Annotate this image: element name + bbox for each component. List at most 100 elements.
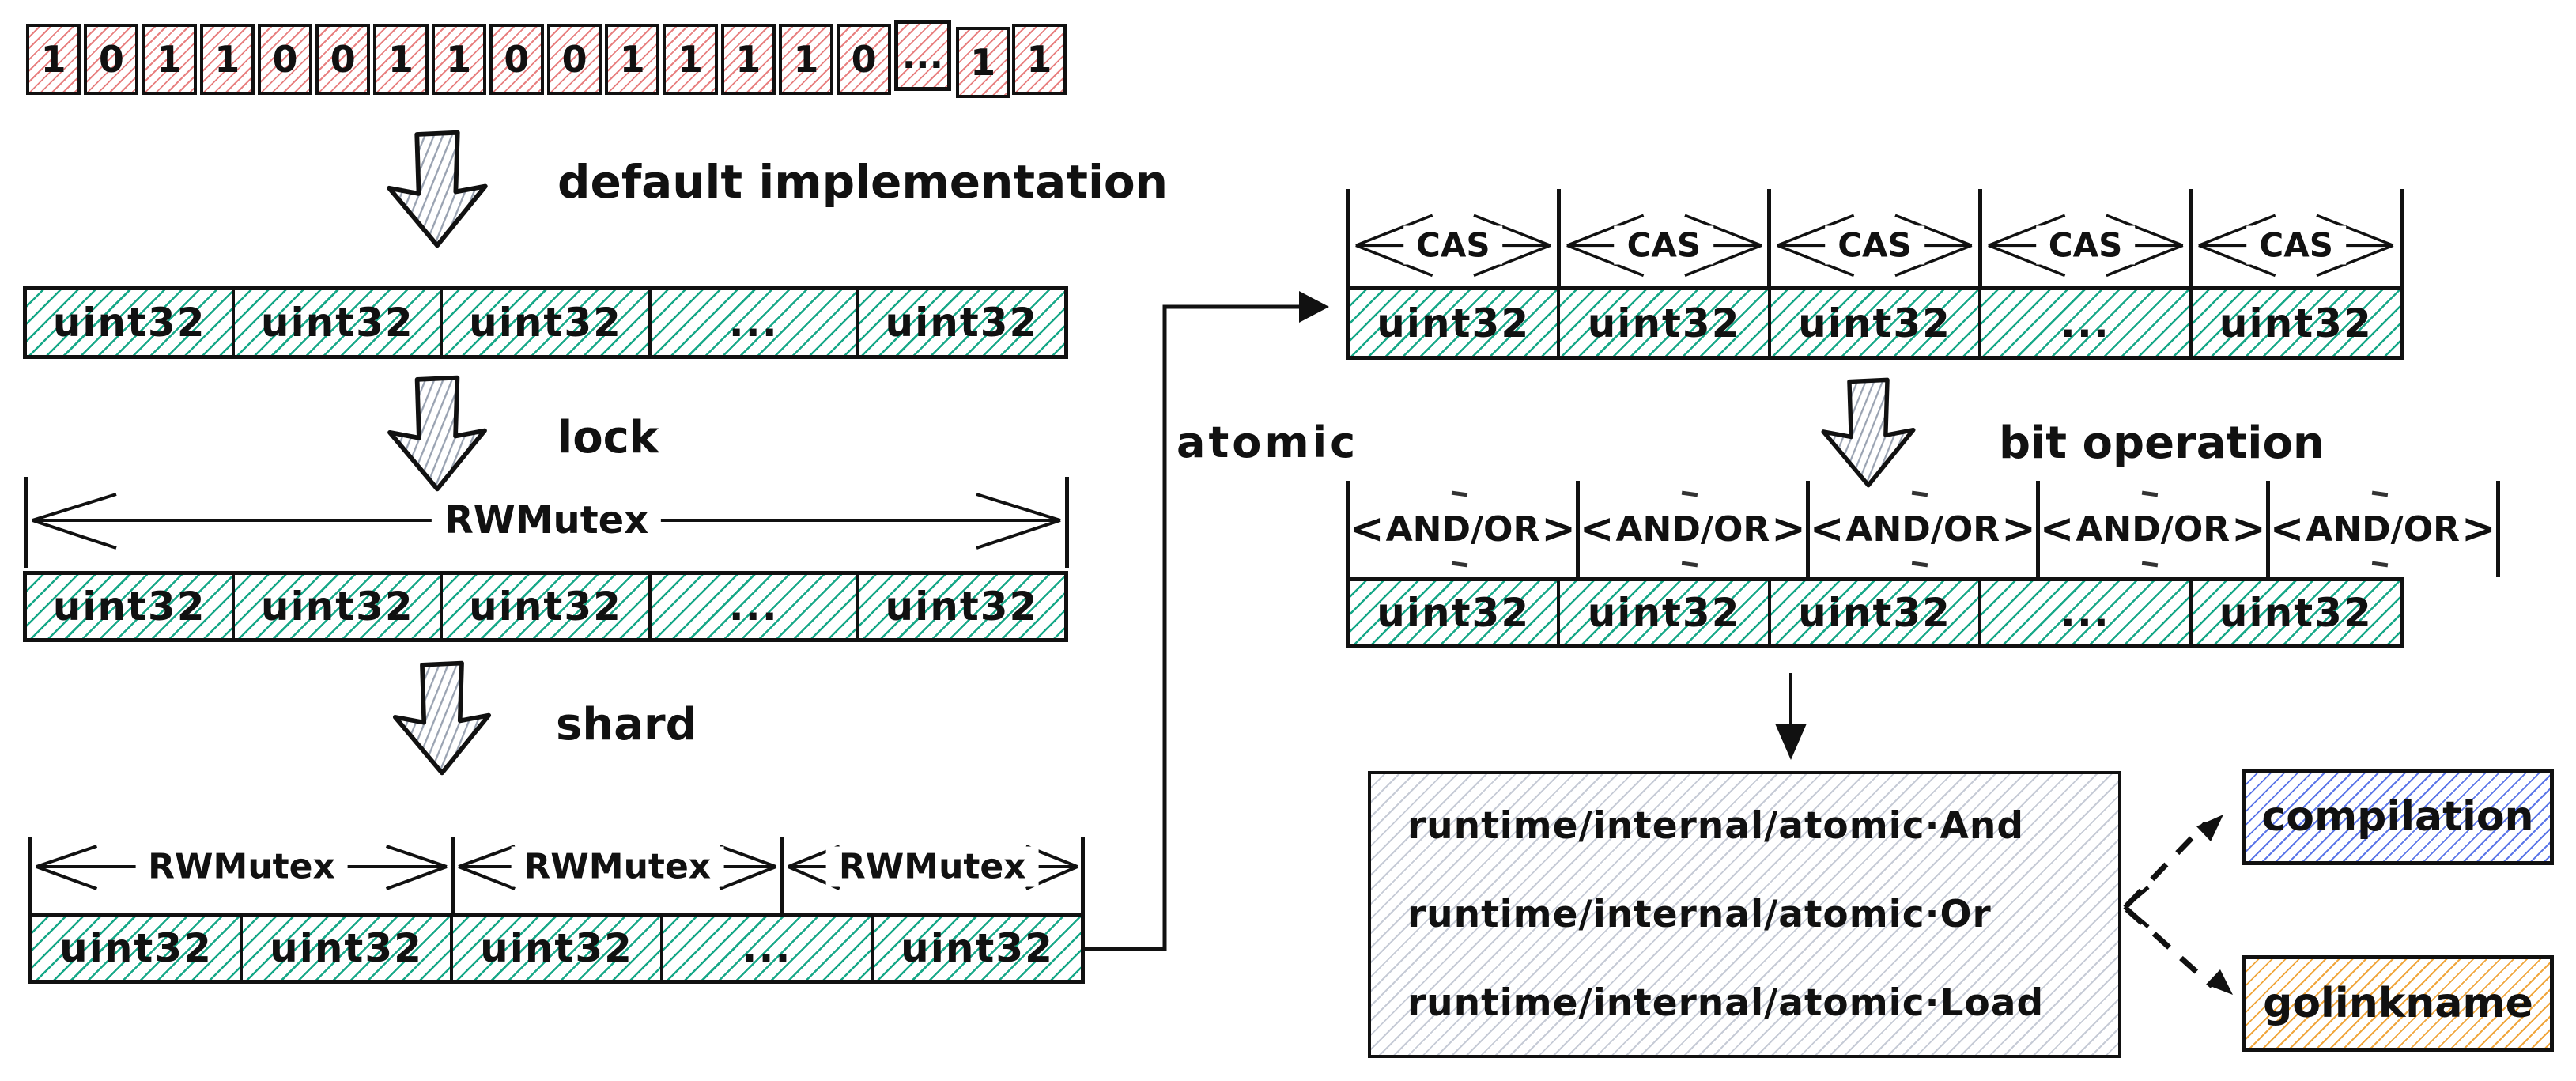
cas-section: CAS <box>1977 189 2189 286</box>
bit-cell: ... <box>894 20 951 91</box>
bit-cell: 1 <box>720 24 776 95</box>
and-or-label: AND/OR <box>2076 508 2230 550</box>
down-arrow-icon <box>1821 377 1916 488</box>
right-chevron-icon: > <box>2001 505 2036 553</box>
uint32-cell: uint32 <box>243 917 453 980</box>
left-chevron-icon: < <box>2039 505 2075 553</box>
rwmutex-span-section: RWMutex <box>24 477 1069 568</box>
uint32-cell: uint32 <box>2192 290 2400 356</box>
right-chevron-icon: > <box>1541 505 1576 553</box>
rwmutex-full-span: RWMutex <box>24 477 1069 568</box>
bit-cell: 1 <box>955 27 1010 98</box>
down-arrow-icon <box>387 375 487 492</box>
and-or-section: < AND/OR > <box>1805 481 2036 577</box>
down-arrow-icon <box>387 130 488 248</box>
and-or-label: AND/OR <box>1615 508 1770 550</box>
uint32-cell: uint32 <box>1350 290 1561 356</box>
atomic-connector-arrow <box>1085 291 1329 951</box>
uint32-cell: uint32 <box>27 575 236 638</box>
runtime-function-line: runtime/internal/atomic·Load <box>1407 981 2045 1025</box>
cas-label: CAS <box>1825 225 1924 265</box>
down-arrow-icon <box>1775 673 1807 760</box>
left-chevron-icon: < <box>1579 505 1615 553</box>
cas-section: CAS <box>2189 189 2404 286</box>
runtime-function-line: runtime/internal/atomic·Or <box>1407 892 1992 936</box>
and-or-label: AND/OR <box>1385 508 1540 550</box>
uint32-cell: ... <box>651 575 859 638</box>
uint32-cell: uint32 <box>1560 290 1771 356</box>
uint32-cell: uint32 <box>859 290 1065 355</box>
cas-section: CAS <box>1767 189 1978 286</box>
right-chevron-icon: > <box>2461 505 2496 553</box>
shard-label: shard <box>556 699 697 750</box>
left-chevron-icon: < <box>1350 505 1384 553</box>
bit-cell: 0 <box>546 24 602 95</box>
cas-label: CAS <box>2246 225 2346 265</box>
bit-cell: 1 <box>663 24 718 95</box>
cas-section: CAS <box>1556 189 1768 286</box>
uint32-cell: uint32 <box>443 575 652 638</box>
uint32-cell: uint32 <box>235 290 444 355</box>
rwmutex-shard-section: RWMutex <box>780 837 1085 913</box>
double-arrow-icon <box>1350 189 1557 286</box>
bit-cell: 1 <box>431 24 486 95</box>
uint32-cell: uint32 <box>27 290 236 355</box>
and-or-label: AND/OR <box>2306 508 2461 550</box>
uint32-cell: ... <box>651 290 859 355</box>
uint32-cell: uint32 <box>1770 290 1982 356</box>
uint32-cell: uint32 <box>874 917 1081 980</box>
and-or-arrow: < AND/OR > <box>1810 505 2036 553</box>
and-or-section: < AND/OR > <box>1346 481 1576 577</box>
rwmutex-label: RWMutex <box>135 846 348 887</box>
bit-cell: 1 <box>373 24 429 95</box>
runtime-atomic-box: runtime/internal/atomic·And runtime/inter… <box>1368 771 2121 1058</box>
uint32-cell: ... <box>1981 581 2193 644</box>
bit-cell: 1 <box>26 24 81 95</box>
uint32-cell: uint32 <box>2192 581 2400 644</box>
uint32-cell: uint32 <box>32 917 243 980</box>
bit-cell: 1 <box>1011 24 1067 95</box>
lock-label: lock <box>557 412 659 463</box>
cas-section: CAS <box>1346 189 1557 286</box>
and-or-arrow: < AND/OR > <box>1350 505 1576 553</box>
bit-cell: 0 <box>489 24 544 95</box>
bit-cell: 0 <box>257 24 313 95</box>
right-chevron-icon: > <box>1771 505 1806 553</box>
bit-cell: 1 <box>778 24 834 95</box>
bit-cell: 1 <box>199 24 255 95</box>
and-or-arrow: < AND/OR > <box>2040 505 2266 553</box>
and-or-arrow: < AND/OR > <box>1580 505 1806 553</box>
bit-operation-label: bit operation <box>1999 418 2325 469</box>
uint32-cell: uint32 <box>1770 581 1982 644</box>
cas-band: CAS CAS CAS <box>1346 189 2404 286</box>
default-implementation-label: default implementation <box>557 155 1169 209</box>
and-or-label: AND/OR <box>1845 508 2000 550</box>
and-or-section: < AND/OR > <box>2265 481 2500 577</box>
bit-cell: 1 <box>605 24 660 95</box>
atomic-label: atomic <box>1177 418 1359 467</box>
rwmutex-label: RWMutex <box>431 498 662 543</box>
cas-label: CAS <box>1614 225 1714 265</box>
left-chevron-icon: < <box>1809 505 1845 553</box>
cas-label: CAS <box>2035 225 2136 265</box>
bit-cell: 1 <box>142 24 197 95</box>
uint32-cell: ... <box>1981 290 2193 356</box>
rwmutex-label: RWMutex <box>511 846 724 887</box>
and-or-section: < AND/OR > <box>1575 481 1806 577</box>
uint32-cell: uint32 <box>453 917 663 980</box>
compilation-label: compilation <box>2261 793 2534 841</box>
uint32-cell: ... <box>663 917 874 980</box>
rwmutex-shard-section: RWMutex <box>451 837 780 913</box>
and-or-arrow: < AND/OR > <box>2270 505 2496 553</box>
runtime-function-line: runtime/internal/atomic·And <box>1407 804 2024 849</box>
compilation-box: compilation <box>2242 769 2554 865</box>
uint32-cell: uint32 <box>443 290 652 355</box>
bit-cell: 0 <box>84 24 139 95</box>
right-chevron-icon: > <box>2231 505 2266 553</box>
